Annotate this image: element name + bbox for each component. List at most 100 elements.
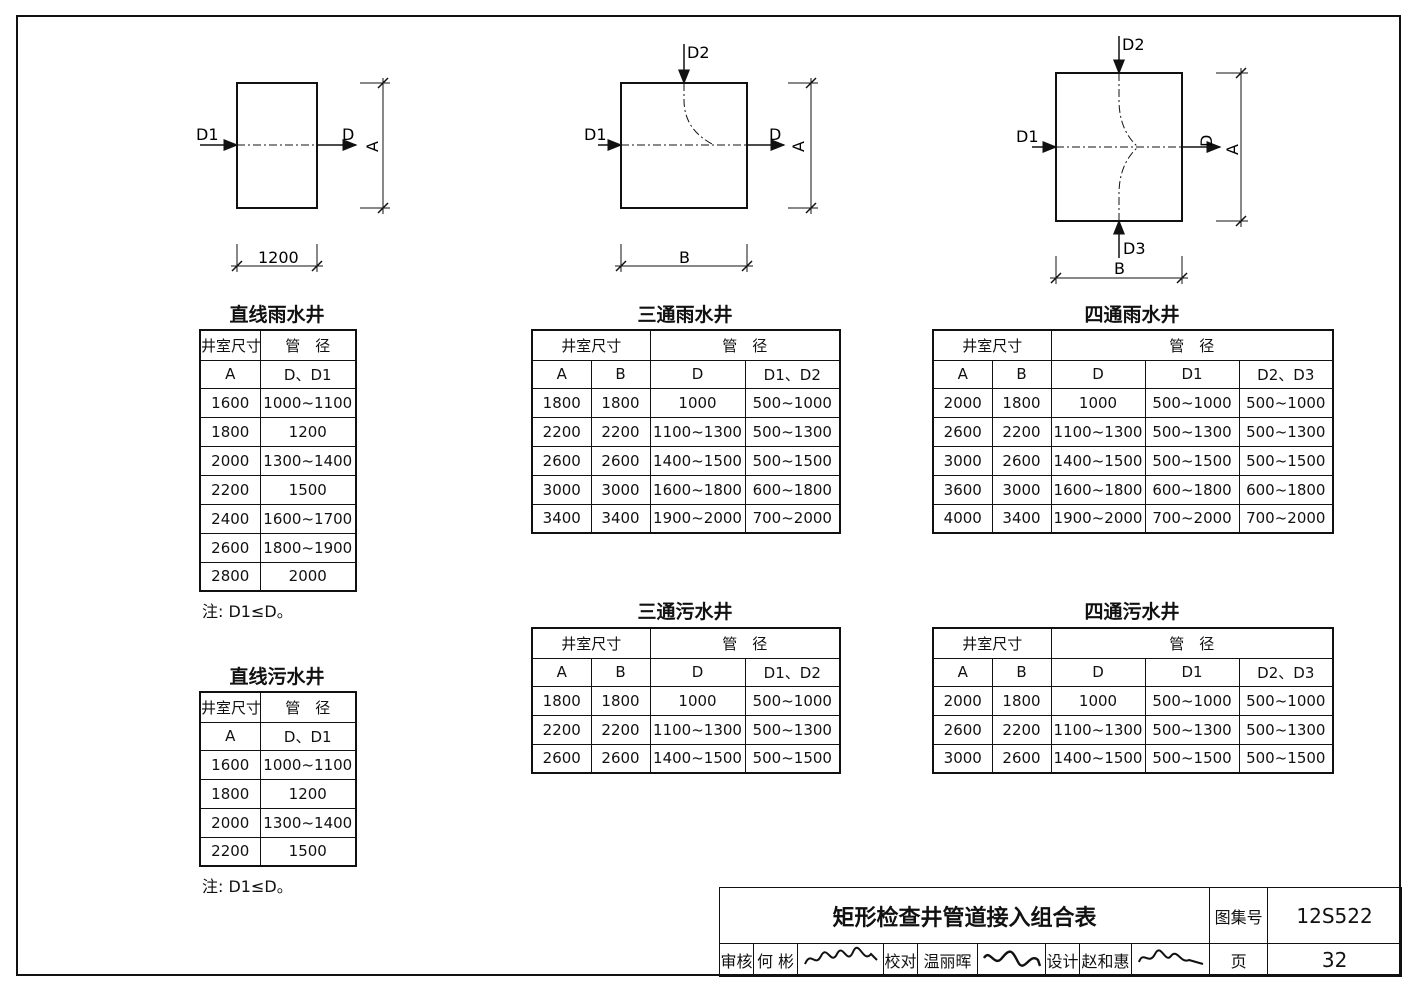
table-cell: 1400~1500	[649, 445, 746, 476]
table-cell: 600~1800	[1144, 474, 1240, 505]
column-header: D、D1	[259, 359, 357, 389]
table-cell: 2200	[590, 714, 651, 745]
table-cell: 1400~1500	[649, 743, 746, 774]
table-cell: 1100~1300	[1050, 416, 1146, 447]
header-row: 井室尺寸管 径	[531, 329, 841, 361]
table-cell: 1000	[649, 387, 746, 418]
table-cell: 2600	[991, 445, 1052, 476]
cross-top-label: D2	[1122, 35, 1145, 54]
straight-rain-note: 注: D1≤D。	[202, 602, 293, 621]
table-cell: 1000~1100	[259, 387, 357, 418]
header-size: 井室尺寸	[199, 691, 261, 723]
table-cell: 500~1300	[744, 714, 841, 745]
table-cell: 2000	[199, 807, 261, 838]
table-cell: 2000	[199, 445, 261, 476]
table-cell: 2200	[991, 416, 1052, 447]
cross-bottom-pipe-label: D3	[1123, 239, 1146, 258]
header-diameter: 管 径	[1050, 627, 1334, 659]
table-cell: 500~1000	[744, 387, 841, 418]
table-cell: 1000~1100	[259, 749, 357, 780]
column-header: D1	[1144, 657, 1240, 687]
column-header: A	[199, 359, 261, 389]
straight-rain-title: 直线雨水井	[229, 304, 325, 326]
reviewer-signature	[797, 943, 884, 977]
table-cell: 600~1800	[744, 474, 841, 505]
table-cell: 2600	[531, 743, 592, 774]
column-header: B	[590, 657, 651, 687]
column-header: A	[531, 359, 592, 389]
table-cell: 1400~1500	[1050, 445, 1146, 476]
header-row: 井室尺寸管 径	[199, 329, 357, 361]
table-cell: 1100~1300	[649, 714, 746, 745]
table-cell: 500~1500	[744, 743, 841, 774]
header-diameter: 管 径	[259, 329, 357, 361]
table-cell: 1800	[199, 416, 261, 447]
table-cell: 1800	[991, 387, 1052, 418]
column-header: D2、D3	[1238, 359, 1334, 389]
straight-sewage-title: 直线污水井	[229, 666, 325, 688]
column-header: A	[199, 721, 261, 751]
header-size: 井室尺寸	[932, 329, 1052, 361]
straight-out-label: D	[342, 125, 354, 144]
header-size: 井室尺寸	[932, 627, 1052, 659]
checker-signature	[977, 943, 1046, 977]
table-cell: 500~1300	[1144, 416, 1240, 447]
tee-top-label: D2	[687, 43, 710, 62]
table-cell: 1200	[259, 416, 357, 447]
table-cell: 500~1300	[1238, 714, 1334, 745]
column-header: B	[991, 657, 1052, 687]
table-cell: 1900~2000	[649, 503, 746, 534]
table-cell: 500~1500	[1238, 743, 1334, 774]
table-cell: 3000	[531, 474, 592, 505]
table-cell: 3000	[932, 445, 993, 476]
reviewer-signature-image	[803, 946, 878, 965]
table-cell: 1000	[1050, 387, 1146, 418]
column-header: B	[590, 359, 651, 389]
atlas-number-label: 图集号	[1209, 887, 1269, 944]
table-cell: 700~2000	[1144, 503, 1240, 534]
table-cell: 2600	[932, 416, 993, 447]
table-cell: 1800~1900	[259, 532, 357, 563]
table-cell: 1600~1800	[1050, 474, 1146, 505]
table-cell: 500~1000	[1238, 685, 1334, 716]
column-header: A	[932, 657, 993, 687]
header-diameter: 管 径	[1050, 329, 1334, 361]
header-diameter: 管 径	[649, 627, 841, 659]
review-label: 审核	[719, 943, 754, 977]
table-cell: 1800	[199, 778, 261, 809]
cross-rain-title: 四通雨水井	[1084, 304, 1180, 326]
table-cell: 1300~1400	[259, 807, 357, 838]
table-cell: 2400	[199, 503, 261, 534]
header-row: 井室尺寸管 径	[932, 627, 1334, 659]
column-header: D、D1	[259, 721, 357, 751]
title-block: 矩形检查井管道接入组合表 图集号 12S522 审核 何 彬 校对 温丽晖	[718, 887, 1403, 977]
cross-in-label: D1	[1016, 127, 1039, 146]
table-cell: 1600~1700	[259, 503, 357, 534]
table-cell: 1800	[590, 387, 651, 418]
table-cell: 500~1500	[744, 445, 841, 476]
column-header: D	[1050, 657, 1146, 687]
header-size: 井室尺寸	[199, 329, 261, 361]
designer-signature-image	[1137, 949, 1203, 965]
table-cell: 1100~1300	[1050, 714, 1146, 745]
column-header: A	[531, 657, 592, 687]
column-header: D1、D2	[744, 359, 841, 389]
table-cell: 1500	[259, 836, 357, 867]
table-cell: 3000	[932, 743, 993, 774]
column-header: B	[991, 359, 1052, 389]
table-cell: 1800	[590, 685, 651, 716]
